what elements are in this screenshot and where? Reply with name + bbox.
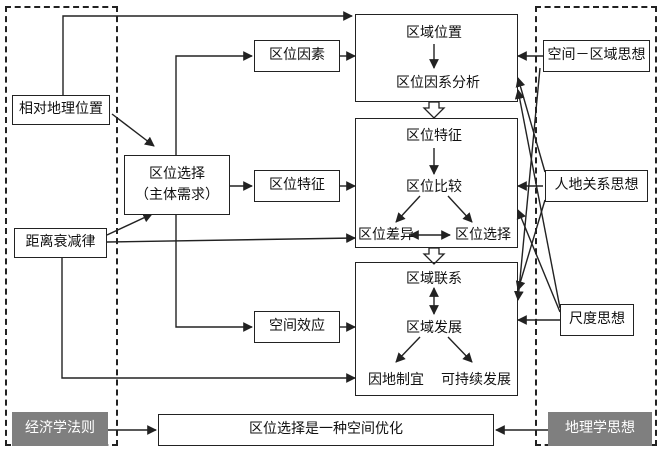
arrow-relpos-to-region <box>62 11 353 95</box>
label-spatial-optimization: 区位选择是一种空间优化 <box>249 421 403 438</box>
text-factor-analysis: 区位因系分析 <box>396 75 480 91</box>
arrow-decay-to-bottom-panel <box>61 258 356 383</box>
text-local-adapt: 因地制宜 <box>368 372 424 388</box>
label-distance-decay: 距离衰减律 <box>25 234 96 251</box>
text-feature: 区位特征 <box>406 128 462 144</box>
hollow-arrow-top-to-mid <box>422 101 446 119</box>
text-compare: 区位比较 <box>406 179 462 195</box>
node-space-region: 空间－区域思想 <box>543 40 650 72</box>
arrow-development-to-local <box>395 336 421 363</box>
arrow-scale-to-top-panel <box>514 89 561 309</box>
node-economics-law: 经济学法则 <box>12 412 108 446</box>
arrow-compare-to-choice <box>447 195 473 223</box>
text-connection: 区域联系 <box>406 271 462 287</box>
label-relative-position: 相对地理位置 <box>19 101 103 118</box>
label-human-land: 人地关系思想 <box>554 177 639 194</box>
arrow-choice-to-factor <box>175 51 253 155</box>
arrow-humanland-to-bottom-panel <box>515 199 546 291</box>
label-location-feature: 区位特征 <box>269 177 325 194</box>
node-distance-decay: 距离衰减律 <box>14 228 107 258</box>
text-region-position: 区域位置 <box>406 25 462 41</box>
node-spatial-effect: 空间效应 <box>254 311 340 343</box>
arrow-development-to-sustainable <box>447 336 473 363</box>
text-difference: 区位差异 <box>358 227 414 243</box>
label-geography-thought: 地理学思想 <box>565 420 635 437</box>
node-location-feature: 区位特征 <box>254 170 340 202</box>
panel-location-feature <box>355 118 518 248</box>
label-location-choice: 区位选择 <box>149 165 205 182</box>
arrow-scale-to-mid-panel <box>516 209 561 313</box>
text-development: 区域发展 <box>406 320 462 336</box>
left-dashed-group <box>5 6 118 446</box>
node-location-factor: 区位因素 <box>254 40 340 72</box>
hollow-arrow-mid-to-bottom <box>422 247 446 265</box>
arrow-decay-to-feature-panel <box>106 233 356 244</box>
label-spatial-effect: 空间效应 <box>269 318 325 335</box>
node-relative-position: 相对地理位置 <box>12 95 110 125</box>
arrow-choice-to-effect <box>175 215 253 332</box>
arrow-relpos-to-choice <box>111 113 155 147</box>
node-geography-thought: 地理学思想 <box>548 412 652 446</box>
node-human-land: 人地关系思想 <box>545 170 648 202</box>
node-location-choice: 区位选择 （主体需求） <box>124 155 230 215</box>
label-scale: 尺度思想 <box>569 311 625 328</box>
panel-region-development <box>355 262 518 396</box>
node-scale: 尺度思想 <box>560 304 634 336</box>
label-space-region: 空间－区域思想 <box>547 47 646 64</box>
label-economics-law: 经济学法则 <box>25 420 95 437</box>
text-sustainable: 可持续发展 <box>441 372 511 388</box>
text-choice: 区位选择 <box>455 227 511 243</box>
label-subject-demand: （主体需求） <box>135 187 219 203</box>
arrow-decay-to-choice <box>106 213 153 236</box>
panel-region-position <box>355 14 518 102</box>
right-dashed-group <box>535 6 657 446</box>
arrow-compare-to-difference <box>395 195 421 223</box>
node-spatial-optimization: 区位选择是一种空间优化 <box>158 414 494 446</box>
label-location-factor: 区位因素 <box>269 47 325 64</box>
